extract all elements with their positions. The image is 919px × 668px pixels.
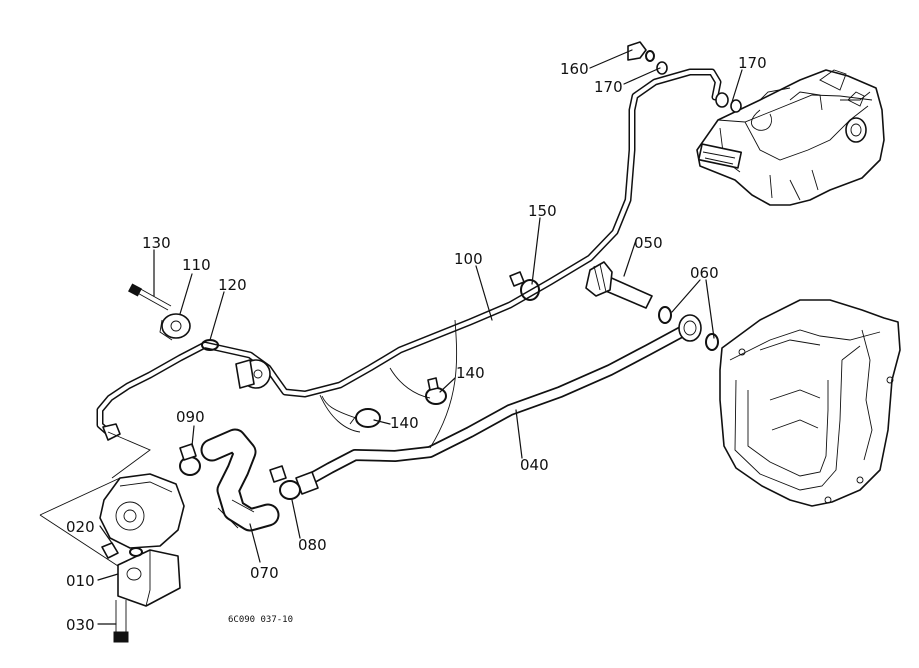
- label-090: 090: [176, 408, 205, 426]
- label-170a: 170: [594, 78, 623, 96]
- label-070: 070: [250, 564, 279, 582]
- label-120: 120: [218, 276, 247, 294]
- pipe-100: [96, 68, 722, 441]
- part-labels: 010 020 030 040 050 060 070 080 090 100 …: [66, 54, 767, 634]
- label-150: 150: [528, 202, 557, 220]
- top-fittings: [627, 41, 742, 113]
- label-170b: 170: [738, 54, 767, 72]
- hose-040: [295, 314, 702, 495]
- o-rings-060: [658, 306, 719, 351]
- leader-lines: [39, 49, 743, 625]
- label-060: 060: [690, 264, 719, 282]
- label-140b: 140: [390, 414, 419, 432]
- injection-pump-housing: [696, 69, 885, 206]
- fitting-050: [585, 261, 653, 309]
- label-100: 100: [454, 250, 483, 268]
- label-020: 020: [66, 518, 95, 536]
- drawing-code: 6C090 037-10: [228, 615, 293, 625]
- label-140a: 140: [456, 364, 485, 382]
- label-160: 160: [560, 60, 589, 78]
- transmission-case: [719, 299, 901, 507]
- label-010: 010: [66, 572, 95, 590]
- clamps: [349, 271, 540, 428]
- label-040: 040: [520, 456, 549, 474]
- banjo-assembly: [128, 283, 271, 389]
- label-080: 080: [298, 536, 327, 554]
- label-030: 030: [66, 616, 95, 634]
- label-050: 050: [634, 234, 663, 252]
- feed-pump-010: [99, 473, 185, 643]
- hose-clamps: [179, 443, 301, 500]
- label-110: 110: [182, 256, 211, 274]
- hose-070: [200, 428, 280, 532]
- label-130: 130: [142, 234, 171, 252]
